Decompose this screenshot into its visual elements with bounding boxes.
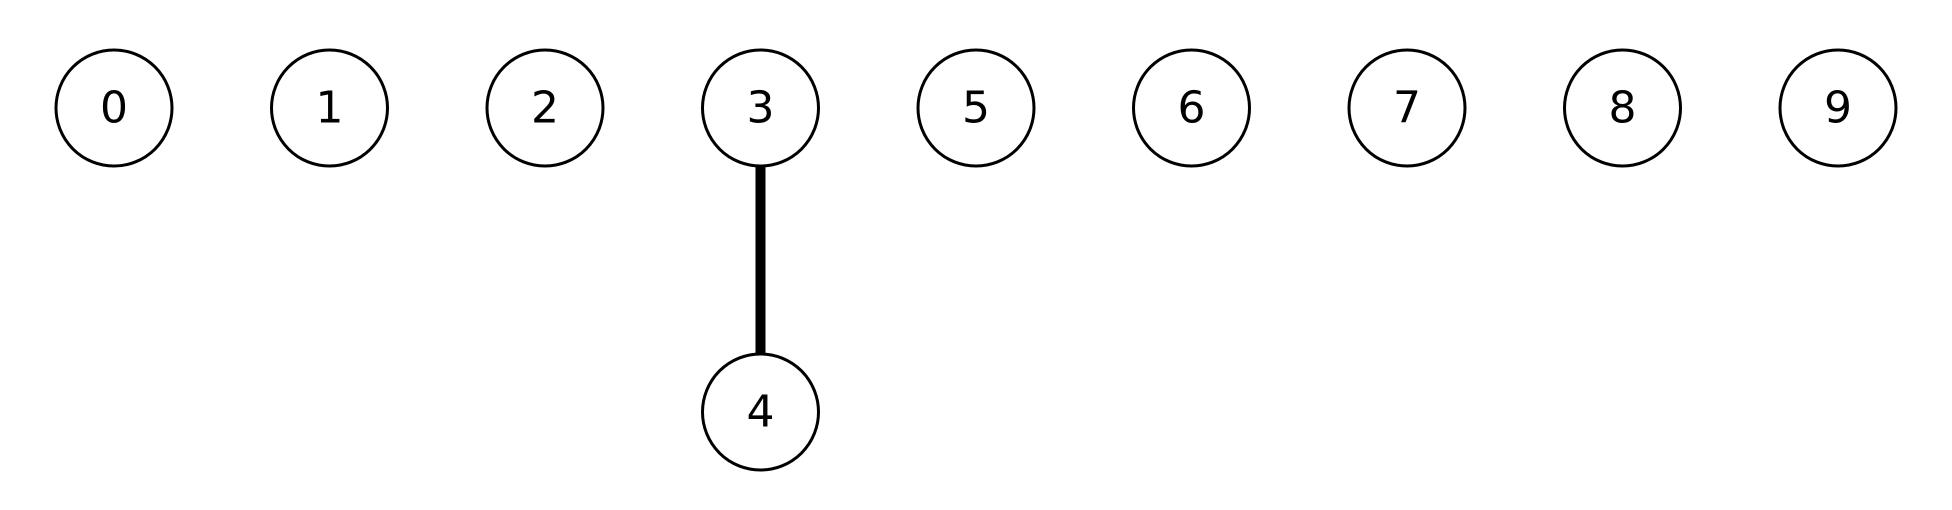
- node-8: 8: [1563, 48, 1682, 168]
- node-label: 3: [747, 83, 775, 134]
- node-circle: [701, 352, 820, 472]
- node-9: 9: [1778, 48, 1898, 168]
- node-7: 7: [1347, 48, 1467, 168]
- node-4: 4: [701, 352, 820, 472]
- node-label: 9: [1824, 83, 1852, 134]
- node-circle: [485, 48, 605, 168]
- node-label: 5: [962, 83, 990, 134]
- node-label: 8: [1609, 83, 1637, 134]
- node-circle: [1347, 48, 1467, 168]
- node-label: 1: [316, 83, 344, 134]
- node-circle: [916, 48, 1036, 168]
- node-circle: [701, 48, 820, 168]
- node-2: 2: [485, 48, 605, 168]
- node-circle: [1563, 48, 1682, 168]
- node-3: 3: [701, 48, 820, 168]
- node-label: 7: [1393, 83, 1421, 134]
- node-circle: [270, 48, 389, 168]
- node-5: 5: [916, 48, 1036, 168]
- node-0: 0: [54, 48, 174, 168]
- nodes-layer: 0 1 2 3 5 6 7 8 9 4: [54, 48, 1898, 472]
- node-label: 2: [531, 83, 559, 134]
- node-circle: [1778, 48, 1898, 168]
- node-1: 1: [270, 48, 389, 168]
- node-label: 6: [1178, 83, 1206, 134]
- node-6: 6: [1132, 48, 1251, 168]
- node-label: 4: [747, 387, 775, 438]
- node-circle: [1132, 48, 1251, 168]
- node-circle: [54, 48, 174, 168]
- node-label: 0: [100, 83, 128, 134]
